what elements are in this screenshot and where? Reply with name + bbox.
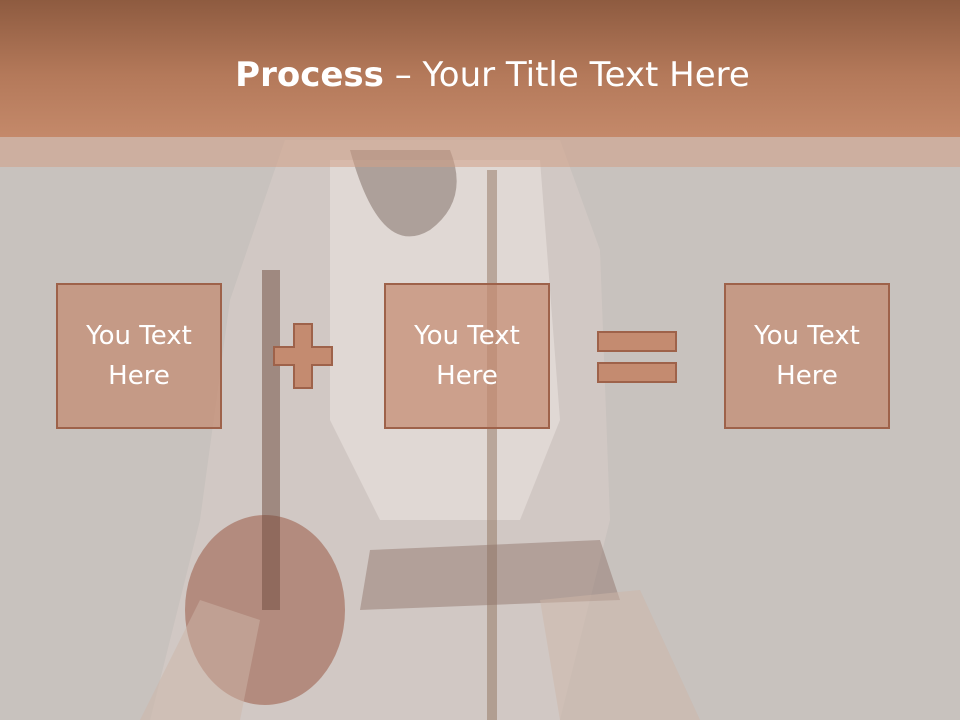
process-box-1-text: You Text Here xyxy=(86,321,192,391)
process-box-2-text: You Text Here xyxy=(414,321,520,391)
title-band xyxy=(0,0,960,137)
process-box-2[interactable]: You Text Here xyxy=(384,283,550,429)
equals-icon xyxy=(597,331,677,383)
process-box-3-text: You Text Here xyxy=(754,321,860,391)
process-box-3[interactable]: You Text Here xyxy=(724,283,890,429)
process-box-1[interactable]: You Text Here xyxy=(56,283,222,429)
title-strong: Process xyxy=(235,55,384,95)
title-rest: Your Title Text Here xyxy=(422,55,750,95)
plus-icon xyxy=(273,323,333,389)
title-subband xyxy=(0,137,960,167)
slide-title: Process – Your Title Text Here xyxy=(0,52,960,98)
title-dash: – xyxy=(383,55,423,95)
